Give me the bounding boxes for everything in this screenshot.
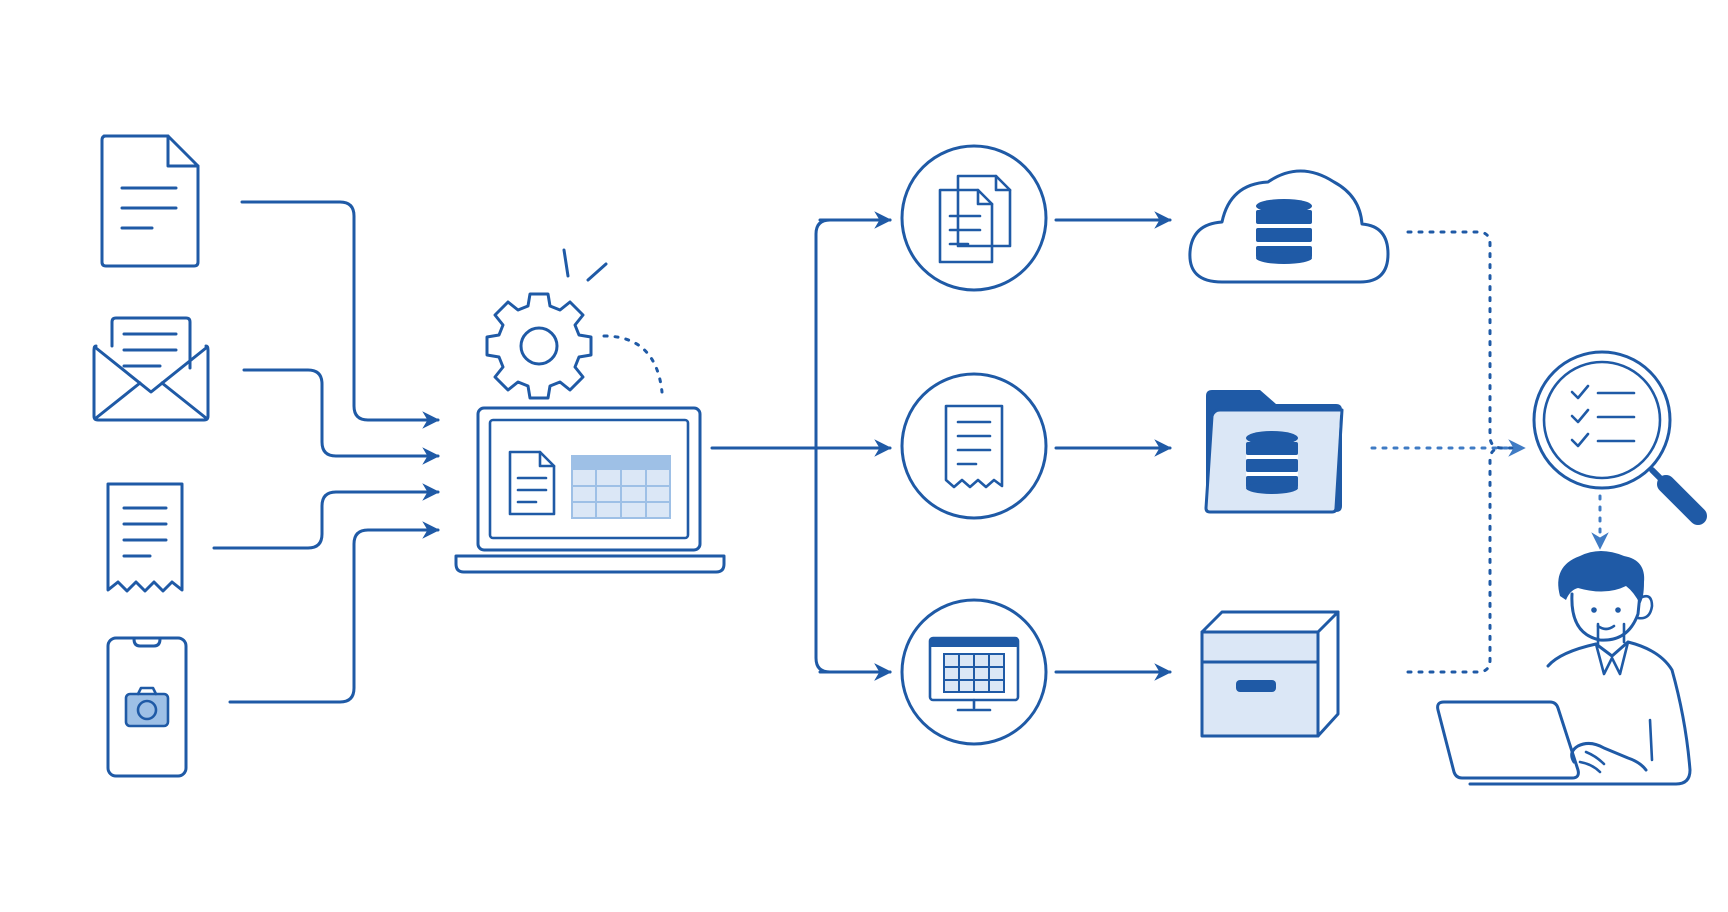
distribution-connectors	[710, 211, 892, 681]
smartphone-camera-icon	[106, 636, 188, 778]
laptop-document-table-icon	[454, 406, 726, 574]
person-at-laptop-icon	[1436, 551, 1692, 786]
archive-box-icon	[1200, 610, 1340, 738]
document-icon	[100, 134, 200, 268]
magnifier-checklist-icon	[1532, 350, 1707, 525]
cloud-database-icon	[1188, 169, 1390, 284]
receipt-icon	[106, 482, 184, 593]
monitor-table-icon	[900, 598, 1048, 746]
review-dotted-connectors	[1370, 230, 1609, 674]
email-envelope-icon	[92, 316, 210, 422]
multiple-documents-icon	[900, 144, 1048, 292]
storage-connectors	[1054, 211, 1172, 681]
input-connectors	[212, 200, 440, 704]
folder-database-icon	[1204, 390, 1344, 514]
receipt-document-icon	[900, 372, 1048, 520]
gear-icon	[485, 248, 664, 400]
